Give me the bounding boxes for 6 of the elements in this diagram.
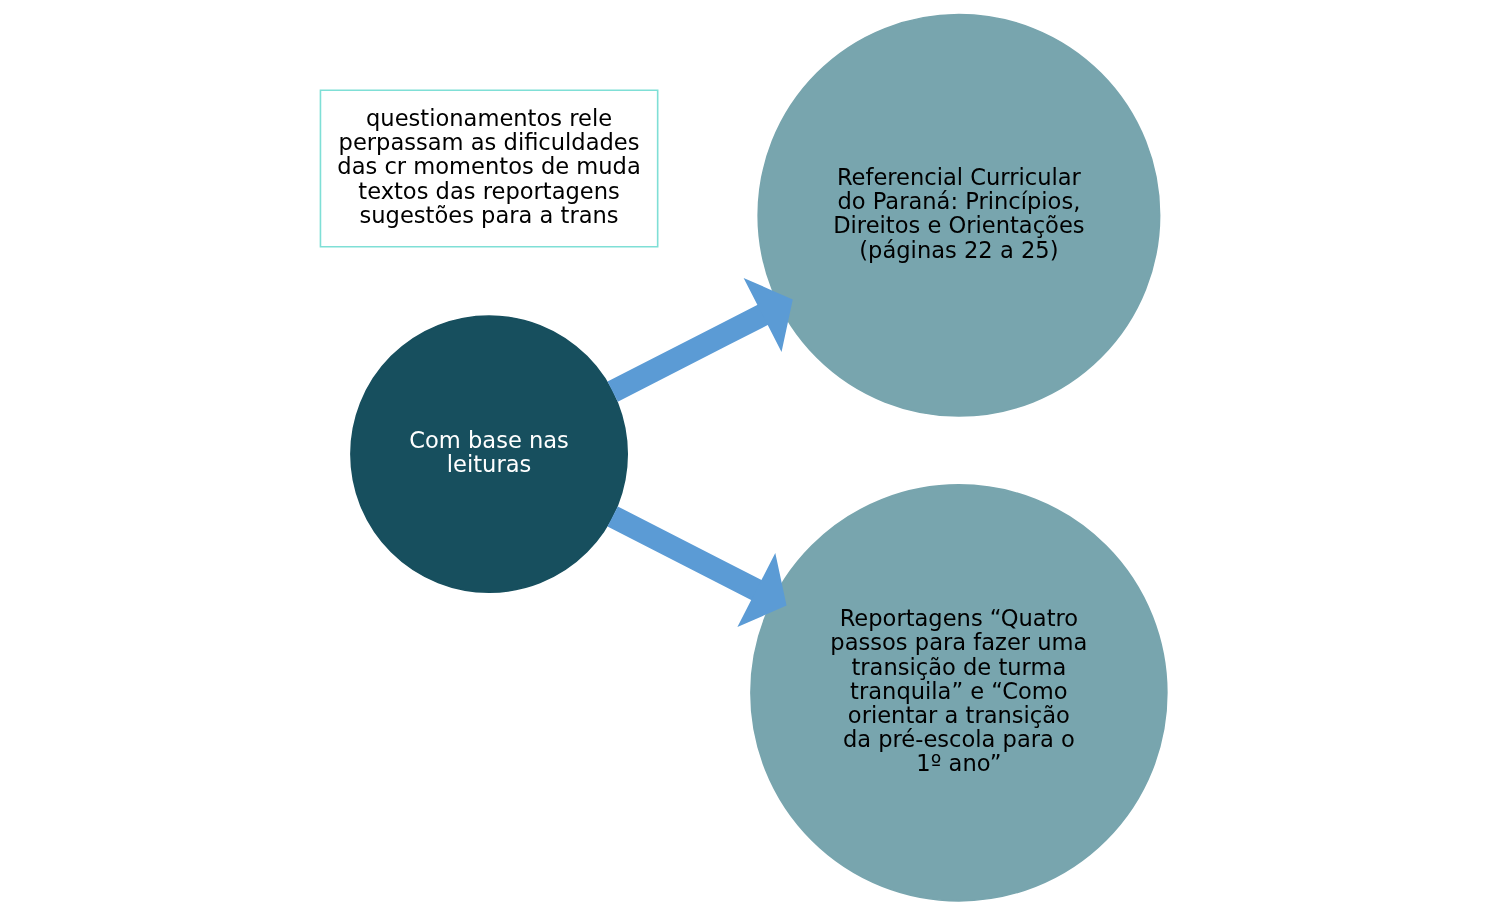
arrow [607, 506, 787, 628]
node-circle: Referencial Curricular do Paraná: Princípios, Direitos e Orientações (páginas 22 a 25) [756, 13, 1160, 417]
node-circle: Reportagens “Quatro passos para fazer uma transição de turma tranquila” e “Como orientar a transição da pré-escola para o 1º ano” [749, 484, 1168, 902]
node-box: questionamentos rele perpassam as dificuldades das cr momentos de muda textos das reportagens sugestões para a trans [319, 89, 658, 248]
node-circle: Com base nas leituras [349, 315, 628, 594]
arrow [607, 277, 793, 402]
